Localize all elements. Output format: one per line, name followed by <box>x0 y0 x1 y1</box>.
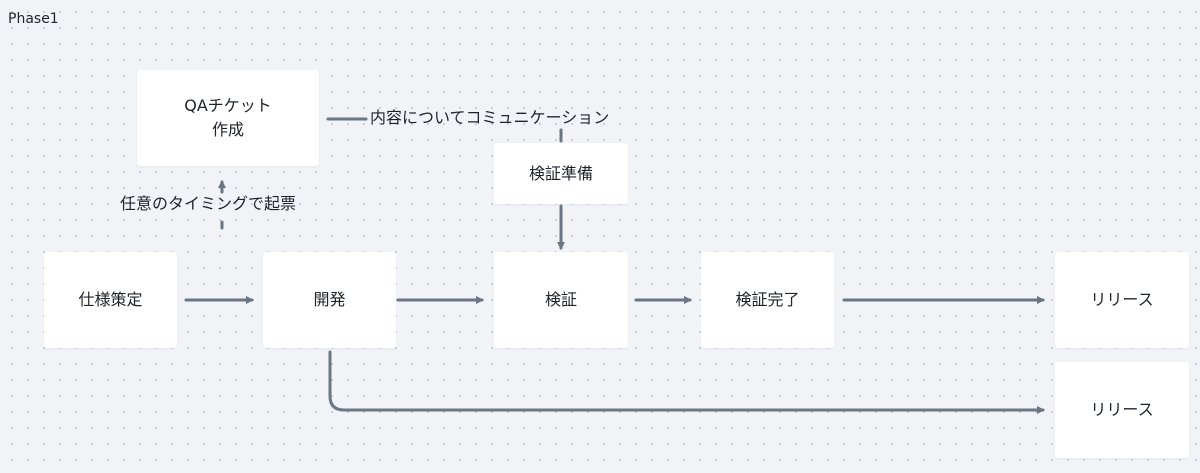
node-verify[interactable]: 検証 <box>494 252 628 348</box>
node-release-1[interactable]: リリース <box>1055 252 1189 348</box>
node-spec[interactable]: 仕様策定 <box>44 252 177 348</box>
node-verify-done[interactable]: 検証完了 <box>701 252 834 348</box>
node-release-2[interactable]: リリース <box>1055 362 1189 458</box>
node-qa-ticket[interactable]: QAチケット 作成 <box>137 70 319 166</box>
node-dev[interactable]: 開発 <box>263 252 396 348</box>
connector-dev-to-release-2[interactable] <box>328 350 1045 414</box>
frame-title: Phase1 <box>8 11 59 27</box>
node-verify-prep[interactable]: 検証準備 <box>494 143 628 204</box>
edge-label-optional-filing: 任意のタイミングで起票 <box>120 194 297 213</box>
edge-label-communication: 内容についてコミュニケーション <box>370 108 610 127</box>
